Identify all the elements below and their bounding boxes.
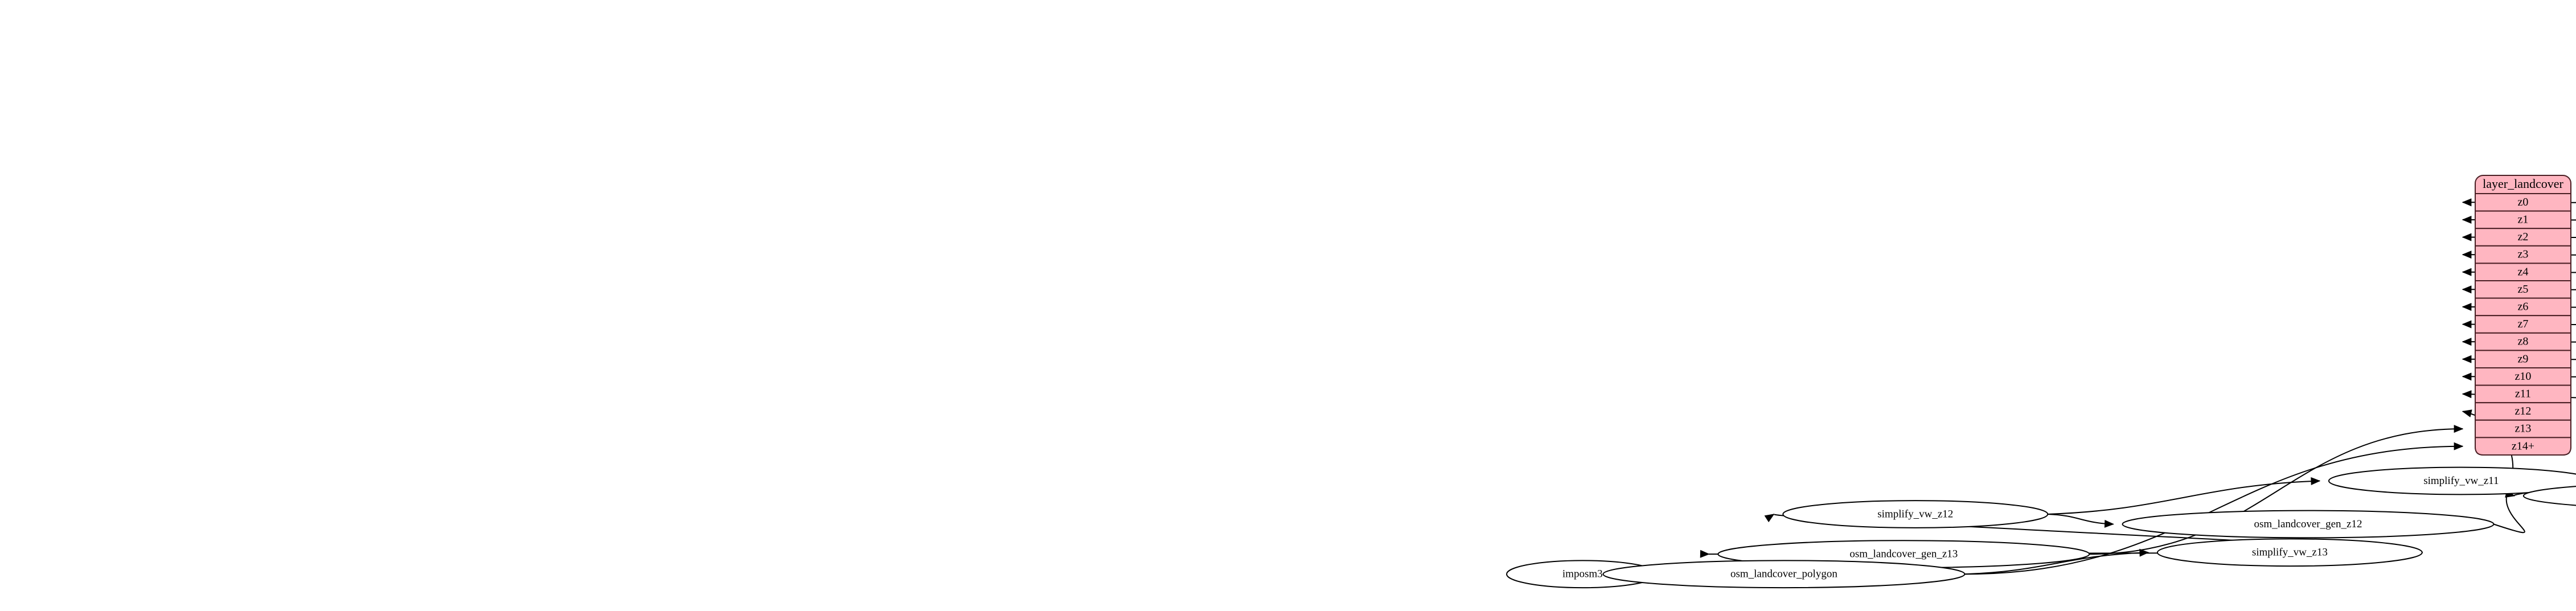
- node-label: osm_landcover_polygon: [1730, 568, 1837, 580]
- edge-osm_landcover_gen_z13-to-z13: [2089, 425, 2464, 555]
- table-row-label: z8: [2518, 335, 2529, 348]
- table-row-label: z14+: [2512, 440, 2534, 452]
- table-row-z0[interactable]: z0: [2475, 193, 2571, 212]
- node-simplify_vw_z11[interactable]: simplify_vw_z11: [2328, 466, 2576, 495]
- table-layer: layer_landcover z0 z1 z2 z3 z4 z5 z6 z7 z8 z9 z10 z1…: [2475, 175, 2571, 456]
- table-row-z9[interactable]: z9: [2475, 350, 2571, 369]
- table-row-z8[interactable]: z8: [2475, 332, 2571, 351]
- table-row-z13[interactable]: z13: [2475, 419, 2571, 438]
- table-row-z5[interactable]: z5: [2475, 280, 2571, 299]
- table-row-label: z7: [2518, 318, 2529, 330]
- table-row-z2[interactable]: z2: [2475, 228, 2571, 247]
- table-row-z4[interactable]: z4: [2475, 263, 2571, 281]
- table-row-label: z1: [2518, 213, 2529, 225]
- table-row-z7[interactable]: z7: [2475, 315, 2571, 334]
- node-simplify_vw_z12[interactable]: simplify_vw_z12: [1782, 500, 2049, 528]
- table-header-label: layer_landcover: [2483, 177, 2563, 191]
- edge-simplify_vw_z12-to-simplify_vw_z11: [2048, 477, 2321, 515]
- table-row-label: z3: [2518, 248, 2529, 261]
- node-ellipse: [2522, 486, 2576, 506]
- node-osm_landcover_gen_z12[interactable]: osm_landcover_gen_z12: [2122, 510, 2495, 539]
- node-label: imposm3: [1562, 568, 1603, 580]
- table-row-label: z12: [2515, 405, 2532, 417]
- node-ellipse: [1782, 500, 2049, 528]
- table-row-label: z4: [2518, 265, 2529, 278]
- table-row-z6[interactable]: z6: [2475, 297, 2571, 317]
- node-label: osm_landcover_gen_z13: [1849, 548, 1958, 560]
- node-imposm3[interactable]: imposm3: [1506, 560, 1659, 589]
- node-osm_landcover_polygon[interactable]: osm_landcover_polygon: [1602, 560, 1966, 589]
- node-ellipse: [2122, 510, 2495, 539]
- table-row-label: z5: [2518, 283, 2529, 296]
- table-row-label: z13: [2515, 423, 2532, 435]
- node-simplify_vw_z13[interactable]: simplify_vw_z13: [2156, 538, 2423, 567]
- table-row-z10[interactable]: z10: [2475, 367, 2571, 386]
- table-row-label: z2: [2518, 231, 2529, 243]
- edge-osm_landcover_polygon-to-simplify_vw_z13: [1964, 548, 2150, 575]
- table-row-label: z11: [2515, 387, 2531, 400]
- table-row-label: z10: [2515, 370, 2532, 383]
- table-row-label: z9: [2518, 352, 2529, 365]
- node-ellipse: [1602, 560, 1966, 589]
- table-row-label: z6: [2518, 300, 2529, 313]
- node-label: simplify_vw_z13: [2252, 547, 2328, 559]
- table-row-z1[interactable]: z1: [2475, 210, 2571, 229]
- node-label: simplify_vw_z11: [2423, 475, 2499, 487]
- node-label: osm_landcover_gen_z12: [2254, 518, 2362, 530]
- node-osm_landcover_gen_z11[interactable]: osm_landcover_gen_z11: [2522, 482, 2576, 510]
- table-row-z3[interactable]: z3: [2475, 245, 2571, 264]
- layer-landcover-table: layer_landcover z0 z1 z2 z3 z4 z5 z6 z7 z8 z9 z10 z1…: [2475, 175, 2571, 456]
- edge-osm_landcover_polygon-to-z14p: [1964, 442, 2464, 575]
- node-label: simplify_vw_z12: [1877, 508, 1953, 520]
- node-layer: ne_110m_glaciated_areasne_110m_glaciated…: [1506, 466, 2576, 589]
- table-row-z12[interactable]: z12: [2475, 402, 2571, 421]
- table-row-z11[interactable]: z11: [2475, 384, 2571, 404]
- edge-simplify_vw_z12-to-osm_landcover_gen_z12: [2048, 513, 2114, 528]
- node-ellipse: [2156, 538, 2423, 567]
- table-row-z14p[interactable]: z14+: [2475, 437, 2571, 456]
- node-ellipse: [2328, 466, 2576, 495]
- table-row-label: z0: [2518, 196, 2529, 208]
